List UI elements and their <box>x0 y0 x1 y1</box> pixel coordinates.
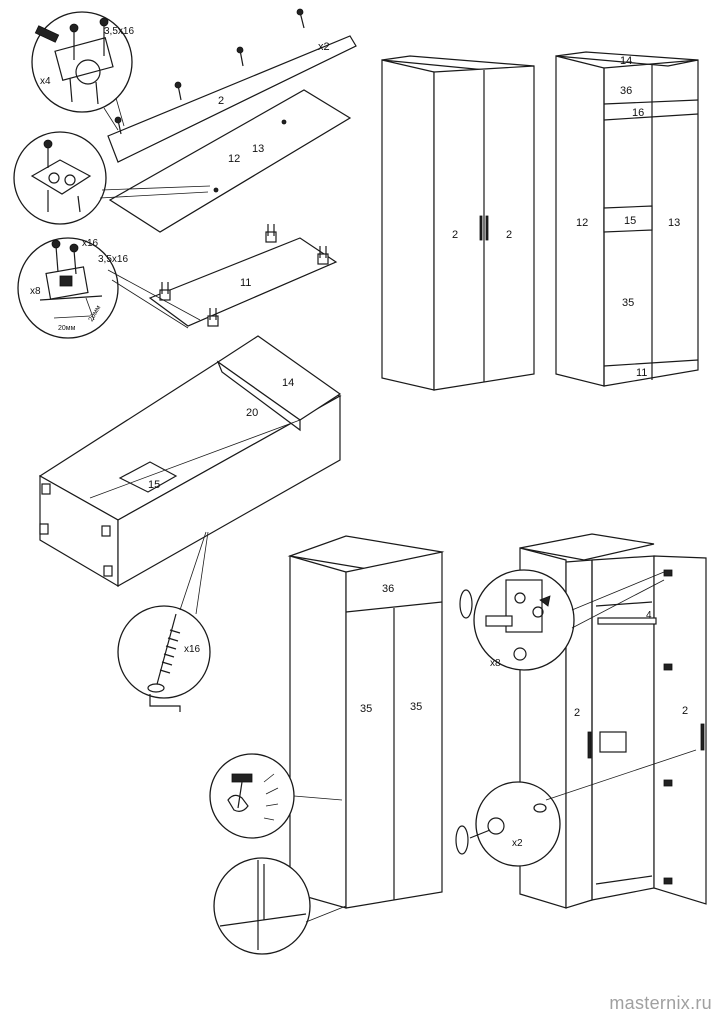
doors-view-top <box>519 533 655 561</box>
open-left-side-label: 12 <box>576 217 588 229</box>
doors-right-label: 2 <box>682 705 688 717</box>
bracket-icon <box>159 224 329 327</box>
doors-view-interior <box>591 555 655 901</box>
door-handle-icon <box>700 723 705 751</box>
mounting-plate-icon <box>30 139 92 213</box>
open-shelf-16-label: 16 <box>632 107 644 119</box>
back-panel-corner-icon <box>219 860 307 950</box>
open-top-label: 14 <box>620 55 632 67</box>
hammer-icon <box>227 773 279 821</box>
step-panels-12-13: 12 13 <box>13 89 352 233</box>
connector-hole-icon <box>39 483 113 577</box>
wardrobe-side <box>381 59 435 391</box>
detail-circle-screw <box>117 605 211 699</box>
qty-x4-label: x4 <box>40 76 51 87</box>
back-right-35-label: 35 <box>410 701 422 713</box>
open-back-35-label: 35 <box>622 297 634 309</box>
box-panel-15 <box>118 461 178 493</box>
step-panel-11: 11 x16 3,5x16 x8 20мм 20мм <box>17 224 338 339</box>
hanging-rail <box>597 617 657 625</box>
inner-panel <box>599 731 627 753</box>
qty-x16-box-label: x16 <box>184 644 201 655</box>
panel-12-label: 12 <box>228 153 240 165</box>
detail-circle-nail <box>209 753 295 839</box>
qty-x8-label: x8 <box>30 286 41 297</box>
confirmat-screw-icon <box>147 613 181 712</box>
back-left-35-label: 35 <box>360 703 372 715</box>
open-right-side-label: 13 <box>668 217 680 229</box>
closed-right-door-label: 2 <box>506 229 512 241</box>
panel-2-label: 2 <box>218 95 224 107</box>
door-handle-icon <box>479 215 483 241</box>
carcass-panel-15 <box>603 205 653 233</box>
hinge-qty-label: x8 <box>490 658 501 669</box>
wardrobe-closed-view: 2 2 <box>381 55 535 391</box>
box-panel-20 <box>216 360 301 432</box>
back-view-side <box>289 555 347 909</box>
panel-13-label: 13 <box>252 143 264 155</box>
screw-spec-label: 3,5x16 <box>104 26 134 37</box>
panel-15-label: 15 <box>148 479 160 491</box>
carcass-back <box>603 59 699 387</box>
step-box-assembly: 14 20 15 x16 <box>38 335 342 712</box>
door-knob-icon <box>455 803 547 855</box>
doors-shelf-label: 4 <box>646 610 652 621</box>
corner-bracket-icon <box>39 239 103 321</box>
panel-20-label: 20 <box>246 407 258 419</box>
open-shelf-36-label: 36 <box>620 85 632 97</box>
panel-14-label: 14 <box>282 377 294 389</box>
qty-x16-label: x16 <box>82 238 99 249</box>
hinge-icon <box>663 569 673 885</box>
cam-lock-icon <box>34 17 114 105</box>
back-top-36-label: 36 <box>382 583 394 595</box>
panel-11-label: 11 <box>240 277 251 289</box>
cam-bolt-icon <box>114 8 305 135</box>
open-bottom-label: 11 <box>636 367 647 379</box>
wardrobe-back-view: 36 35 35 <box>209 535 445 955</box>
hinge-detail-icon <box>459 579 551 661</box>
box-front <box>117 394 341 588</box>
wardrobe-doors-view: 2 2 4 x8 x2 <box>455 533 707 909</box>
door-handle-icon <box>587 731 592 759</box>
closed-left-door-label: 2 <box>452 229 458 241</box>
screw-spec-b-label: 3,5x16 <box>98 254 128 265</box>
knob-qty-label: x2 <box>512 838 523 849</box>
step-top-panel-2: 2 x2 3,5x16 x4 <box>31 8 357 163</box>
detail-circle-back-panel <box>213 857 311 955</box>
door-handle-icon <box>485 215 489 241</box>
open-mid-15-label: 15 <box>624 215 636 227</box>
dim-a-label: 20мм <box>58 325 76 332</box>
qty-x2-label: x2 <box>318 41 330 53</box>
doors-left-label: 2 <box>574 707 580 719</box>
detail-circle-knob <box>475 781 561 867</box>
wardrobe-open-view: 14 36 16 12 15 13 35 11 <box>555 51 699 387</box>
right-door-open <box>653 555 707 905</box>
watermark: masternix.ru <box>609 993 712 1013</box>
